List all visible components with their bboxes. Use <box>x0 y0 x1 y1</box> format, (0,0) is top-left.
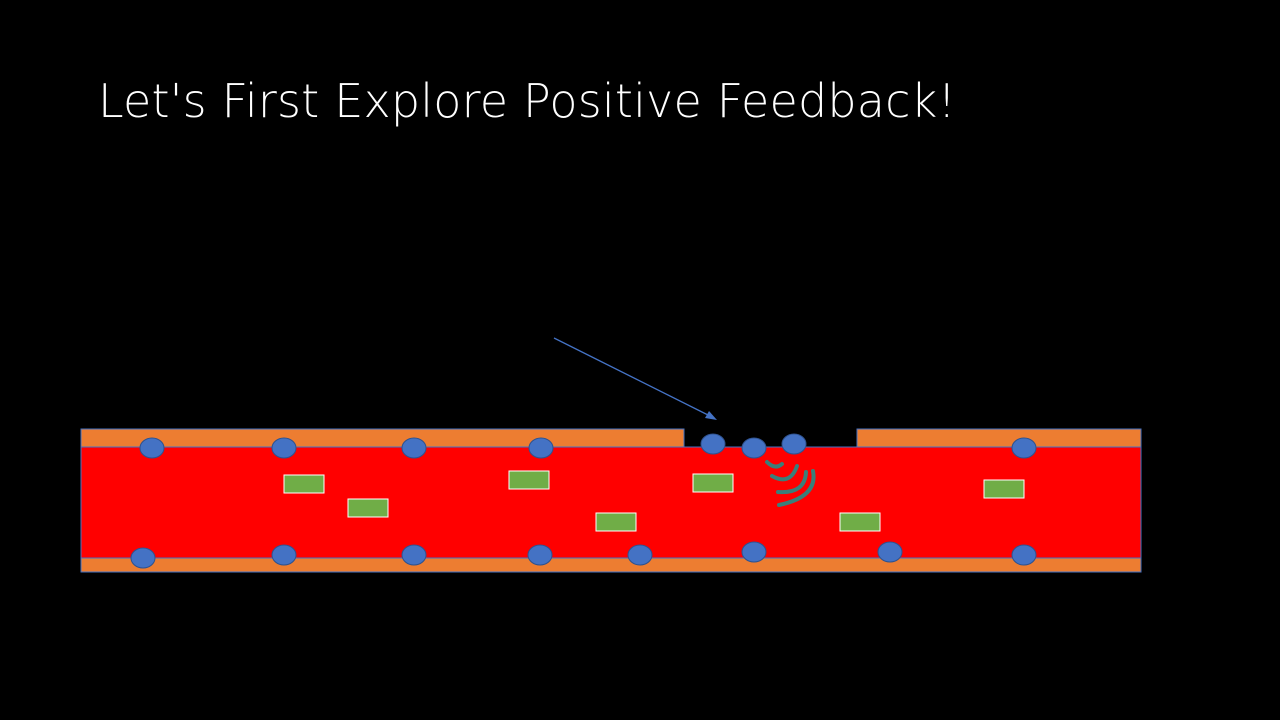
blood-cell <box>595 512 637 532</box>
platelet <box>877 541 903 563</box>
platelet <box>130 547 156 569</box>
blood-cell <box>283 474 325 494</box>
signal-wave <box>776 470 808 495</box>
arrow-head-icon <box>705 411 717 420</box>
platelets-bottom <box>130 541 1037 569</box>
signal-wave <box>765 460 784 469</box>
blood-cell <box>839 512 881 532</box>
signal-wave <box>777 469 816 507</box>
vessel-wall-top-right <box>856 428 1142 448</box>
chemical-signal-waves <box>765 460 816 507</box>
platelet <box>627 544 653 566</box>
platelet <box>700 433 726 455</box>
blood-cells <box>283 470 1025 532</box>
vessel-wall-bottom <box>80 557 1142 573</box>
vessel-wall-top-left <box>80 428 685 448</box>
platelet <box>139 437 165 459</box>
blood-cell <box>508 470 550 490</box>
blood-cell <box>347 498 389 518</box>
blood-cell <box>692 473 734 493</box>
blood-lumen <box>80 446 1142 559</box>
platelet <box>781 433 807 455</box>
signal-wave <box>770 464 799 482</box>
platelet <box>401 437 427 459</box>
blood-cell <box>983 479 1025 499</box>
platelet <box>1011 437 1037 459</box>
platelet <box>401 544 427 566</box>
platelet <box>741 541 767 563</box>
platelet <box>1011 544 1037 566</box>
platelet <box>527 544 553 566</box>
platelets-top <box>139 433 1037 459</box>
pointer-arrow <box>553 337 717 420</box>
slide-title: Let's First Explore Positive Feedback! <box>98 74 957 128</box>
platelet <box>528 437 554 459</box>
platelet <box>741 437 767 459</box>
platelet <box>271 437 297 459</box>
platelet <box>271 544 297 566</box>
